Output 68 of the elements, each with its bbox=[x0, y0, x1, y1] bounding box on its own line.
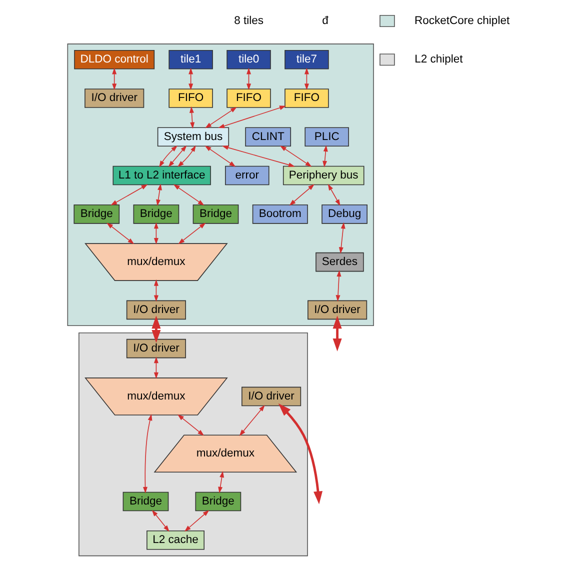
arrow bbox=[154, 279, 158, 302]
arrow bbox=[278, 403, 323, 504]
arrow bbox=[184, 510, 210, 532]
arrow bbox=[332, 316, 342, 352]
node-box: Bootrom bbox=[252, 204, 308, 224]
arrow bbox=[156, 184, 162, 206]
node-box: I/O driver bbox=[308, 300, 368, 320]
arrow bbox=[152, 510, 170, 532]
arrow bbox=[322, 145, 328, 168]
node-box: I/O driver bbox=[126, 338, 186, 358]
arrow bbox=[280, 146, 312, 167]
node-box: I/O driver bbox=[84, 88, 144, 108]
node-box: Bridge bbox=[195, 492, 242, 512]
arrow bbox=[178, 414, 204, 436]
node-box: FIFO bbox=[226, 88, 271, 108]
arrow bbox=[173, 184, 204, 206]
arrow bbox=[110, 184, 148, 206]
node-box: tile0 bbox=[226, 50, 271, 70]
cluster bbox=[67, 44, 374, 326]
arrow bbox=[188, 68, 194, 90]
node-box: L2 cache bbox=[146, 530, 204, 550]
arrow bbox=[205, 106, 237, 128]
arrow bbox=[106, 222, 134, 244]
arrow bbox=[304, 68, 309, 90]
label: đ bbox=[322, 14, 328, 27]
node-box: I/O driver bbox=[126, 300, 186, 320]
node-box: DLDO control bbox=[74, 50, 155, 70]
arrow bbox=[336, 270, 342, 302]
node-box: tile7 bbox=[284, 50, 329, 70]
arrow bbox=[168, 145, 187, 168]
node-box: Bridge bbox=[74, 204, 120, 224]
legend-label: RocketCore chiplet bbox=[414, 14, 510, 27]
arrow bbox=[152, 316, 161, 343]
node-box: Periphery bus bbox=[282, 166, 364, 186]
label: 8 tiles bbox=[234, 14, 264, 27]
node-box: Bridge bbox=[192, 204, 239, 224]
arrow bbox=[189, 106, 195, 129]
arrow bbox=[338, 222, 346, 254]
node-box: Bridge bbox=[133, 204, 180, 224]
arrow bbox=[143, 414, 152, 494]
node-box: L1 to L2 interface bbox=[112, 166, 211, 186]
node-box: System bus bbox=[157, 127, 230, 147]
legend-label: L2 chiplet bbox=[414, 54, 463, 66]
arrow bbox=[239, 405, 265, 436]
node-box: CLINT bbox=[245, 127, 292, 147]
arrow bbox=[177, 145, 196, 167]
arrow bbox=[159, 145, 178, 168]
arrow bbox=[112, 68, 117, 90]
arrow bbox=[154, 356, 158, 379]
arrow bbox=[328, 184, 340, 206]
arrow bbox=[246, 68, 252, 90]
arrow bbox=[218, 470, 224, 494]
arrow bbox=[222, 145, 296, 167]
arrow bbox=[218, 106, 286, 128]
arrow bbox=[289, 184, 314, 206]
cluster bbox=[78, 332, 308, 556]
arrow bbox=[154, 222, 158, 244]
node-box: Serdes bbox=[316, 252, 364, 272]
node-box: Debug bbox=[322, 204, 368, 224]
node-box: FIFO bbox=[284, 88, 329, 108]
node-box: Bridge bbox=[122, 492, 169, 512]
arrow bbox=[204, 146, 236, 167]
arrow bbox=[178, 222, 206, 244]
node-box: error bbox=[225, 166, 270, 186]
node-box: PLIC bbox=[304, 127, 349, 147]
node-box: FIFO bbox=[168, 88, 213, 108]
node-box: I/O driver bbox=[242, 386, 302, 406]
node-box: tile1 bbox=[168, 50, 213, 70]
